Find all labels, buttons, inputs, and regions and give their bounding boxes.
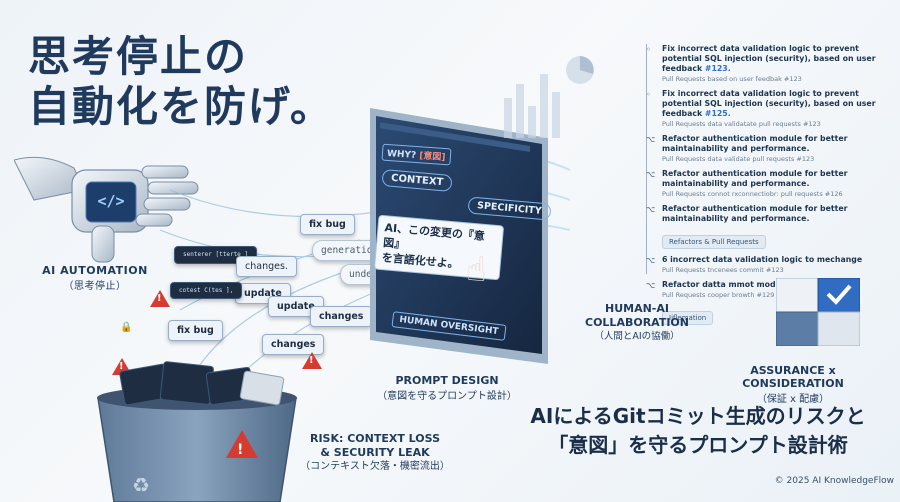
code-icon: </>: [97, 192, 125, 210]
warning-icon: !: [302, 352, 322, 369]
why-intent: [意図]: [418, 151, 446, 164]
pr-item[interactable]: ⌥ Refactor authentication module for bet…: [636, 134, 892, 164]
pr-meta: Pull Requests tncenees commit #123: [662, 266, 784, 274]
pr-item[interactable]: ⌥ Refactor datta mmot module Pull Reques…: [636, 280, 892, 300]
hand-pointer-icon: ☝: [466, 250, 487, 290]
ai-automation-label: AI AUTOMATION （思考停止）: [20, 264, 170, 292]
why-text: WHY?: [386, 148, 417, 161]
pr-icon: ⌥: [646, 281, 656, 290]
pr-icon: ◦: [646, 45, 651, 54]
pr-icon: ⌥: [646, 205, 656, 214]
pr-item[interactable]: ⌥ Refactor authentication module for bet…: [636, 169, 892, 199]
snippet-fix-bug-2: fix bug: [168, 320, 223, 341]
pr-icon: ⌥: [646, 170, 656, 179]
pr-timeline: [646, 44, 647, 274]
ai-automation-title: AI AUTOMATION: [42, 264, 148, 277]
snippet-changes-2: changes: [310, 306, 373, 327]
pr-item[interactable]: ⌥ Refactor authentication module for bet…: [636, 204, 892, 224]
pr-meta: Pull Requests cooper browth #129: [662, 291, 775, 299]
robot-hand-icon: [14, 156, 199, 263]
pr-title: Fix incorrect data validation logic to p…: [662, 44, 876, 73]
main-subtitle: AIによるGitコミット生成のリスクと 「意図」を守るプロンプト設計術: [506, 402, 890, 460]
pr-icon: ⌥: [646, 135, 656, 144]
hai-line2: COLLABORATION: [585, 316, 689, 329]
pr-icon: ⌥: [646, 256, 656, 265]
pr-title: Refactor datta mmot module: [662, 280, 790, 289]
pr-ref[interactable]: #123.: [704, 64, 731, 73]
pr-title: Fix incorrect data validation logic to p…: [662, 89, 876, 118]
headline: 思考停止の 自動化を防げ。: [28, 32, 334, 132]
snippet-changes-3: changes: [262, 334, 325, 355]
pr-item[interactable]: ⌥ 6 incorrect data validation logic to m…: [636, 255, 892, 275]
svg-text:!: !: [237, 442, 243, 458]
subtitle-line2: 「意図」を守るプロンプト設計術: [548, 433, 848, 457]
pr-title: Refactor authentication module for bette…: [662, 204, 848, 223]
pr-meta: Pull Requests connot rxconnectiobr: pull…: [662, 190, 843, 198]
headline-line1: 思考停止の: [28, 32, 249, 81]
pr-tag-iiflemation[interactable]: Iiflemation: [662, 311, 714, 325]
risk-label: RISK: CONTEXT LOSS & SECURITY LEAK （コンテキ…: [290, 432, 460, 474]
prompt-design-sub: （意図を守るプロンプト設計）: [377, 391, 517, 402]
subtitle-line1: AIによるGitコミット生成のリスクと: [530, 404, 866, 428]
background-chart-icon: [504, 56, 594, 138]
pr-tag-refactors[interactable]: Refactors & Pull Requests: [662, 235, 766, 249]
hai-sub: （人間とAIの協働）: [594, 331, 680, 342]
hai-line1: HUMAN-AI: [605, 302, 669, 315]
assurance-title: ASSURANCE x CONSIDERATION: [742, 364, 844, 390]
warning-icon: !: [150, 290, 170, 307]
pr-title: Refactor authentication module for bette…: [662, 134, 848, 153]
assurance-sub: （保証 x 配慮）: [756, 394, 830, 405]
risk-sub: （コンテキスト欠落・機密流出）: [300, 461, 450, 472]
copyright: © 2025 AI KnowledgeFlow: [774, 476, 894, 486]
pr-title: Refactor authentication module for bette…: [662, 169, 848, 188]
pr-meta: Pull Requests data validatate pull reque…: [662, 120, 821, 128]
assurance-label: ASSURANCE x CONSIDERATION （保証 x 配慮）: [698, 364, 888, 405]
pr-meta: Pull Requests based on user feedbak #123: [662, 75, 802, 83]
snippet-code-2: cotest C(tes ],: [170, 282, 243, 299]
prompt-design-title: PROMPT DESIGN: [395, 374, 499, 387]
pr-title: 6 incorrect data validation logic to mec…: [662, 255, 863, 264]
snippet-changes-1: changes.: [236, 256, 297, 277]
pr-icon: ◦: [646, 90, 651, 99]
ai-automation-sub: （思考停止）: [63, 281, 127, 292]
snippet-fix-bug: fix bug: [300, 214, 355, 235]
lock-icon: 🔒: [120, 322, 133, 333]
headline-line2: 自動化を防げ。: [28, 82, 334, 131]
human-ai-label: HUMAN-AI COLLABORATION （人間とAIの協働）: [582, 302, 692, 344]
trash-bin-icon: ! ♻: [97, 361, 297, 502]
risk-line1: RISK: CONTEXT LOSS: [309, 432, 441, 445]
pr-item[interactable]: ◦ Fix incorrect data validation logic to…: [636, 89, 892, 129]
risk-line2: & SECURITY LEAK: [320, 446, 430, 459]
pr-item[interactable]: ◦ Fix incorrect data validation logic to…: [636, 44, 892, 84]
svg-text:♻: ♻: [132, 473, 150, 497]
pr-ref[interactable]: #125.: [704, 109, 731, 118]
checkmark-icon: [776, 278, 860, 346]
pull-request-list: ◦ Fix incorrect data validation logic to…: [636, 44, 892, 331]
pr-meta: Pull Requests data validate pull request…: [662, 155, 815, 163]
prompt-design-label: PROMPT DESIGN （意図を守るプロンプト設計）: [372, 374, 522, 402]
